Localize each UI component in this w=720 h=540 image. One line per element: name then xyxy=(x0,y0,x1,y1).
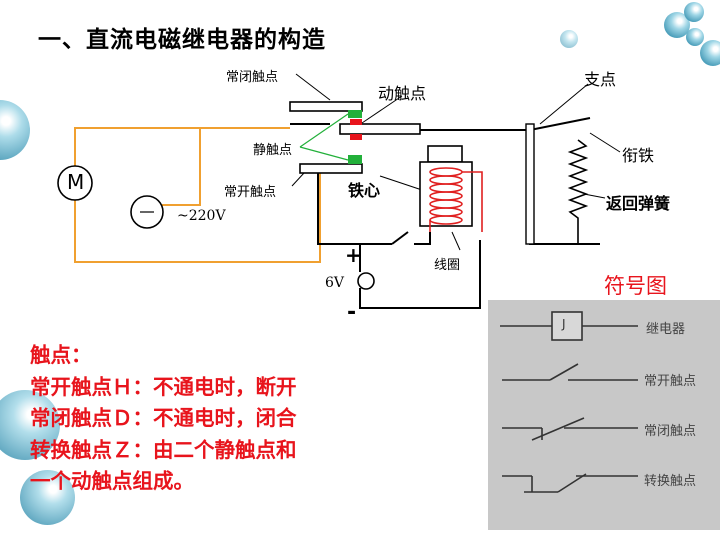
contact-heading: 触点： xyxy=(30,343,92,367)
motor-circuit-wires xyxy=(74,127,321,263)
label-iron-core: 铁心 xyxy=(348,181,381,200)
normally-open-plate xyxy=(299,163,363,174)
water-drop-icon xyxy=(700,40,720,66)
armature-bar xyxy=(525,123,535,245)
symbol-label-changeover: 转换触点 xyxy=(644,474,697,489)
water-drop-icon xyxy=(0,390,60,460)
label-coil: 线圈 xyxy=(434,258,461,273)
normally-closed-symbol xyxy=(502,417,638,441)
relay-symbol-box xyxy=(551,311,583,341)
contact-line-normally-open: 常开触点Ｈ：不通电时，断开 xyxy=(30,374,297,399)
return-spring-icon xyxy=(567,139,589,244)
label-armature: 衔铁 xyxy=(622,146,655,165)
motor-icon xyxy=(57,165,93,201)
symbol-label-relay: 继电器 xyxy=(646,322,686,337)
water-drop-icon xyxy=(20,470,75,525)
label-pivot: 支点 xyxy=(584,70,617,89)
label-dc-voltage: 6V xyxy=(325,275,345,291)
static-contact-top-icon xyxy=(348,110,362,118)
symbol-heading: 符号图 xyxy=(604,274,667,298)
label-normally-closed: 常闭触点 xyxy=(226,70,279,85)
label-plus: + xyxy=(345,243,362,267)
contact-description: 触点： 常开触点Ｈ：不通电时，断开 常闭触点Ｄ：不通电时，闭合 转换触点Ｚ：由二… xyxy=(30,340,430,498)
page-title: 一、直流电磁继电器的构造 xyxy=(38,27,326,53)
relay-symbol-letter: J xyxy=(562,317,566,331)
symbol-label-normally-open: 常开触点 xyxy=(644,374,697,389)
dc-source-icon xyxy=(357,272,375,290)
moving-contact-arm xyxy=(339,123,421,135)
label-static-contact: 静触点 xyxy=(253,143,293,158)
iron-core xyxy=(427,145,463,163)
coil-windings xyxy=(429,167,483,232)
water-drop-icon xyxy=(686,28,704,46)
symbol-label-normally-closed: 常闭触点 xyxy=(644,424,697,439)
symbol-diagram xyxy=(500,311,638,493)
contact-line-changeover: 转换触点Ｚ：由二个静触点和 xyxy=(30,437,297,462)
static-contact-pointers xyxy=(299,113,349,161)
moving-contact-top-icon xyxy=(350,119,362,125)
electromagnet xyxy=(419,145,483,232)
changeover-symbol xyxy=(502,473,638,493)
label-minus: - xyxy=(347,300,357,325)
contact-line-changeover-cont: 一个动触点组成。 xyxy=(30,469,194,493)
moving-contact-bottom-icon xyxy=(350,134,362,140)
contact-pads xyxy=(348,110,362,164)
contact-plates xyxy=(289,101,421,174)
contact-line-normally-closed: 常闭触点Ｄ：不通电时，闭合 xyxy=(30,406,297,430)
label-normally-open: 常开触点 xyxy=(224,185,277,200)
water-drop-icon xyxy=(560,30,578,48)
motor-label: M xyxy=(67,170,85,194)
label-ac-voltage: ~220V xyxy=(177,208,226,224)
label-return-spring: 返回弹簧 xyxy=(606,194,671,213)
static-contact-bottom-icon xyxy=(348,155,362,164)
water-drop-icon xyxy=(684,2,704,22)
normally-open-symbol xyxy=(502,363,638,381)
label-moving-contact: 动触点 xyxy=(378,84,427,103)
normally-closed-plate xyxy=(289,101,363,112)
symbol-diagram-panel: J 继电器 常开触点 常闭触点 转换触点 xyxy=(488,300,720,530)
